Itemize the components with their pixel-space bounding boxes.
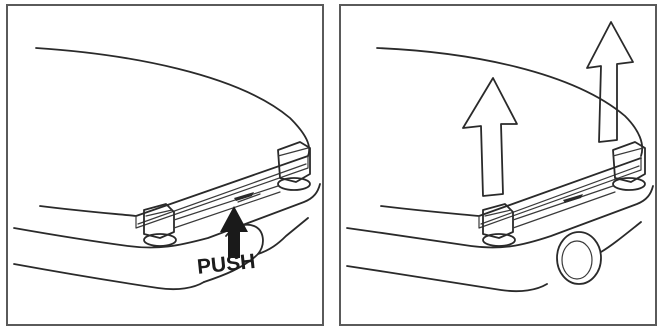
- toilet-seat-push-illustration: [8, 6, 322, 324]
- toilet-seat-lift-illustration: [341, 6, 655, 324]
- release-ring: [557, 232, 601, 284]
- lid-outline: [36, 48, 309, 156]
- bowl-lower: [14, 264, 204, 289]
- left-hinge: [144, 204, 174, 238]
- lid-outline: [377, 48, 642, 156]
- diagram-panel-lift: [339, 4, 657, 326]
- diagram-panel-push: PUSH: [6, 4, 324, 326]
- lid-front-edge: [381, 158, 641, 216]
- right-hinge: [278, 142, 310, 182]
- lid-front-edge: [40, 156, 308, 216]
- lift-arrow-icon: [463, 78, 517, 196]
- lift-arrow-icon: [587, 22, 633, 142]
- bowl-lower: [347, 266, 547, 291]
